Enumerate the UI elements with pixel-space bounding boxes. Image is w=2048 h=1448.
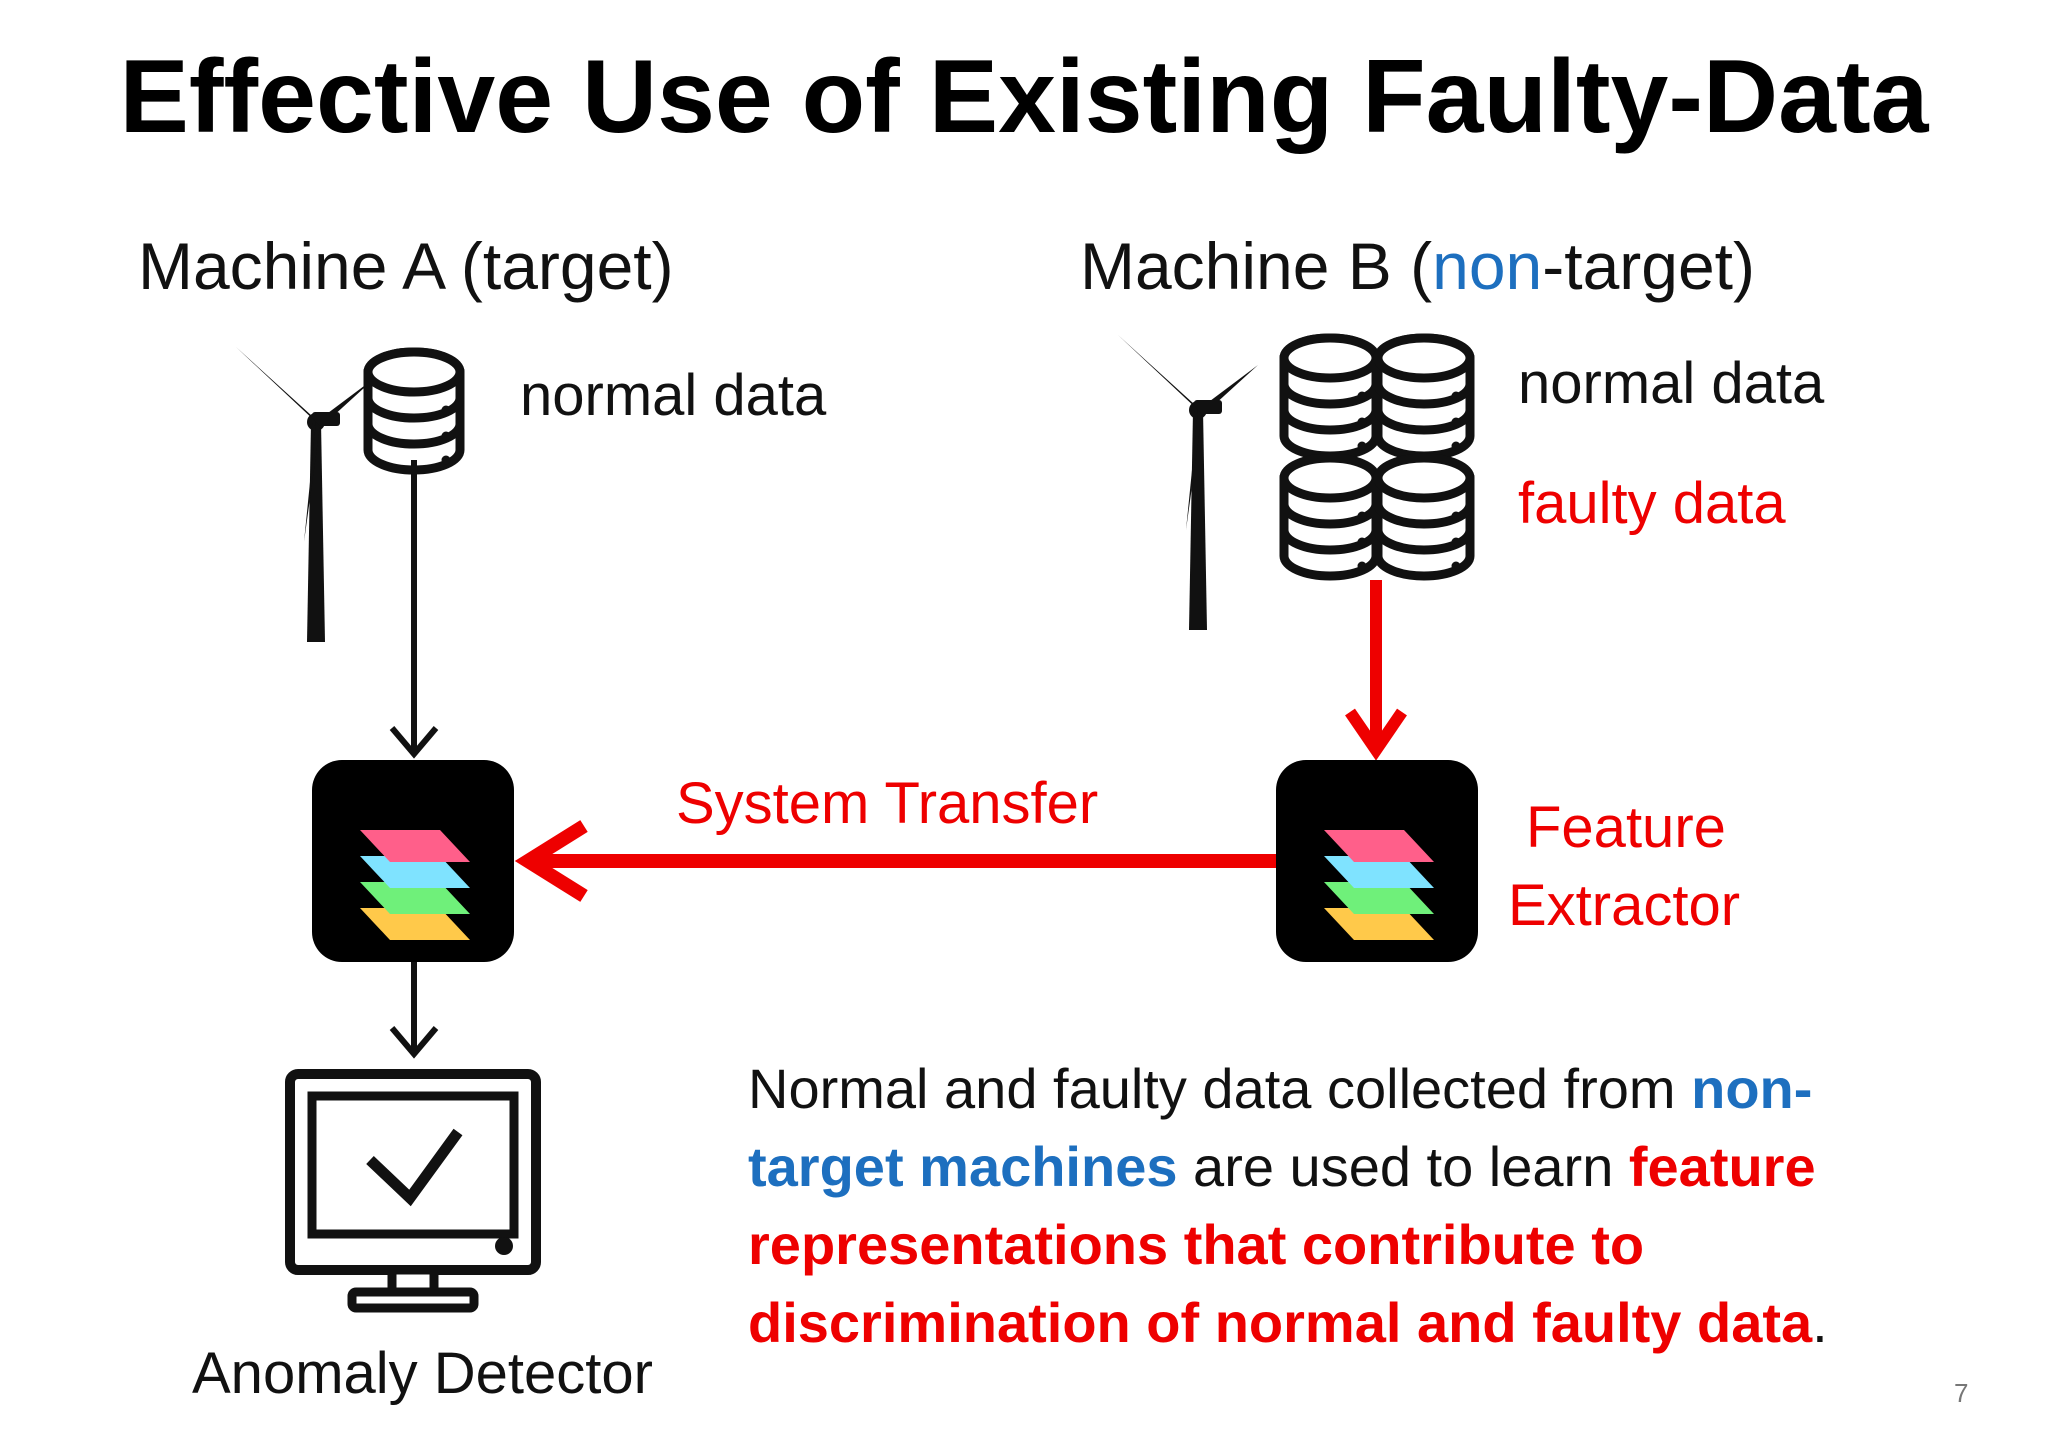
page-title: Effective Use of Existing Faulty-Data <box>119 39 1929 155</box>
machine-a-turbine-icon <box>236 347 376 642</box>
feature-extractor-label-line2: Extractor <box>1508 873 1741 938</box>
machine-a-database-icon <box>368 352 460 470</box>
monitor-check-icon <box>285 1069 541 1313</box>
description-feature-representations: feature representations that contribute … <box>748 1135 1816 1354</box>
machine-b-normal-database-icon <box>1378 338 1470 456</box>
machine-b-turbine-icon <box>1118 335 1258 630</box>
machine-b-normal-database-icon <box>1284 338 1376 456</box>
target-feature-extractor-layers-icon <box>312 760 514 962</box>
description-non-target-machines: non-target machines <box>748 1057 1813 1198</box>
arrow-extractor-to-detector <box>389 962 439 1059</box>
machine-b-faulty-database-icon <box>1284 458 1376 576</box>
machine-a-normal-data-label: normal data <box>520 363 827 428</box>
machine-b-label-highlight: non <box>1432 229 1543 303</box>
description-text: Normal and faulty data collected from no… <box>748 1050 1908 1362</box>
anomaly-detector-label: Anomaly Detector <box>192 1341 653 1406</box>
system-transfer-arrow <box>514 820 1276 902</box>
machine-a-label: Machine A (target) <box>138 229 674 303</box>
machine-b-normal-data-label: normal data <box>1518 351 1825 416</box>
source-feature-extractor-layers-icon <box>1276 760 1478 962</box>
machine-b-label-suffix: -target) <box>1542 229 1755 303</box>
machine-b-label: Machine B (non-target) <box>1080 228 1755 304</box>
system-transfer-label: System Transfer <box>676 771 1099 836</box>
description-part1: Normal and faulty data collected from <box>748 1057 1692 1120</box>
machine-b-label-prefix: Machine B ( <box>1080 229 1433 303</box>
machine-b-faulty-database-icon <box>1378 458 1470 576</box>
arrow-b-data-to-extractor <box>1345 580 1407 761</box>
page-number: 7 <box>1954 1378 1969 1408</box>
arrow-a-data-to-extractor <box>389 460 439 759</box>
description-part5: . <box>1812 1291 1828 1354</box>
machine-b-faulty-data-label: faulty data <box>1518 471 1786 536</box>
feature-extractor-label-line1: Feature <box>1526 795 1726 860</box>
description-part3: are used to learn <box>1177 1135 1629 1198</box>
